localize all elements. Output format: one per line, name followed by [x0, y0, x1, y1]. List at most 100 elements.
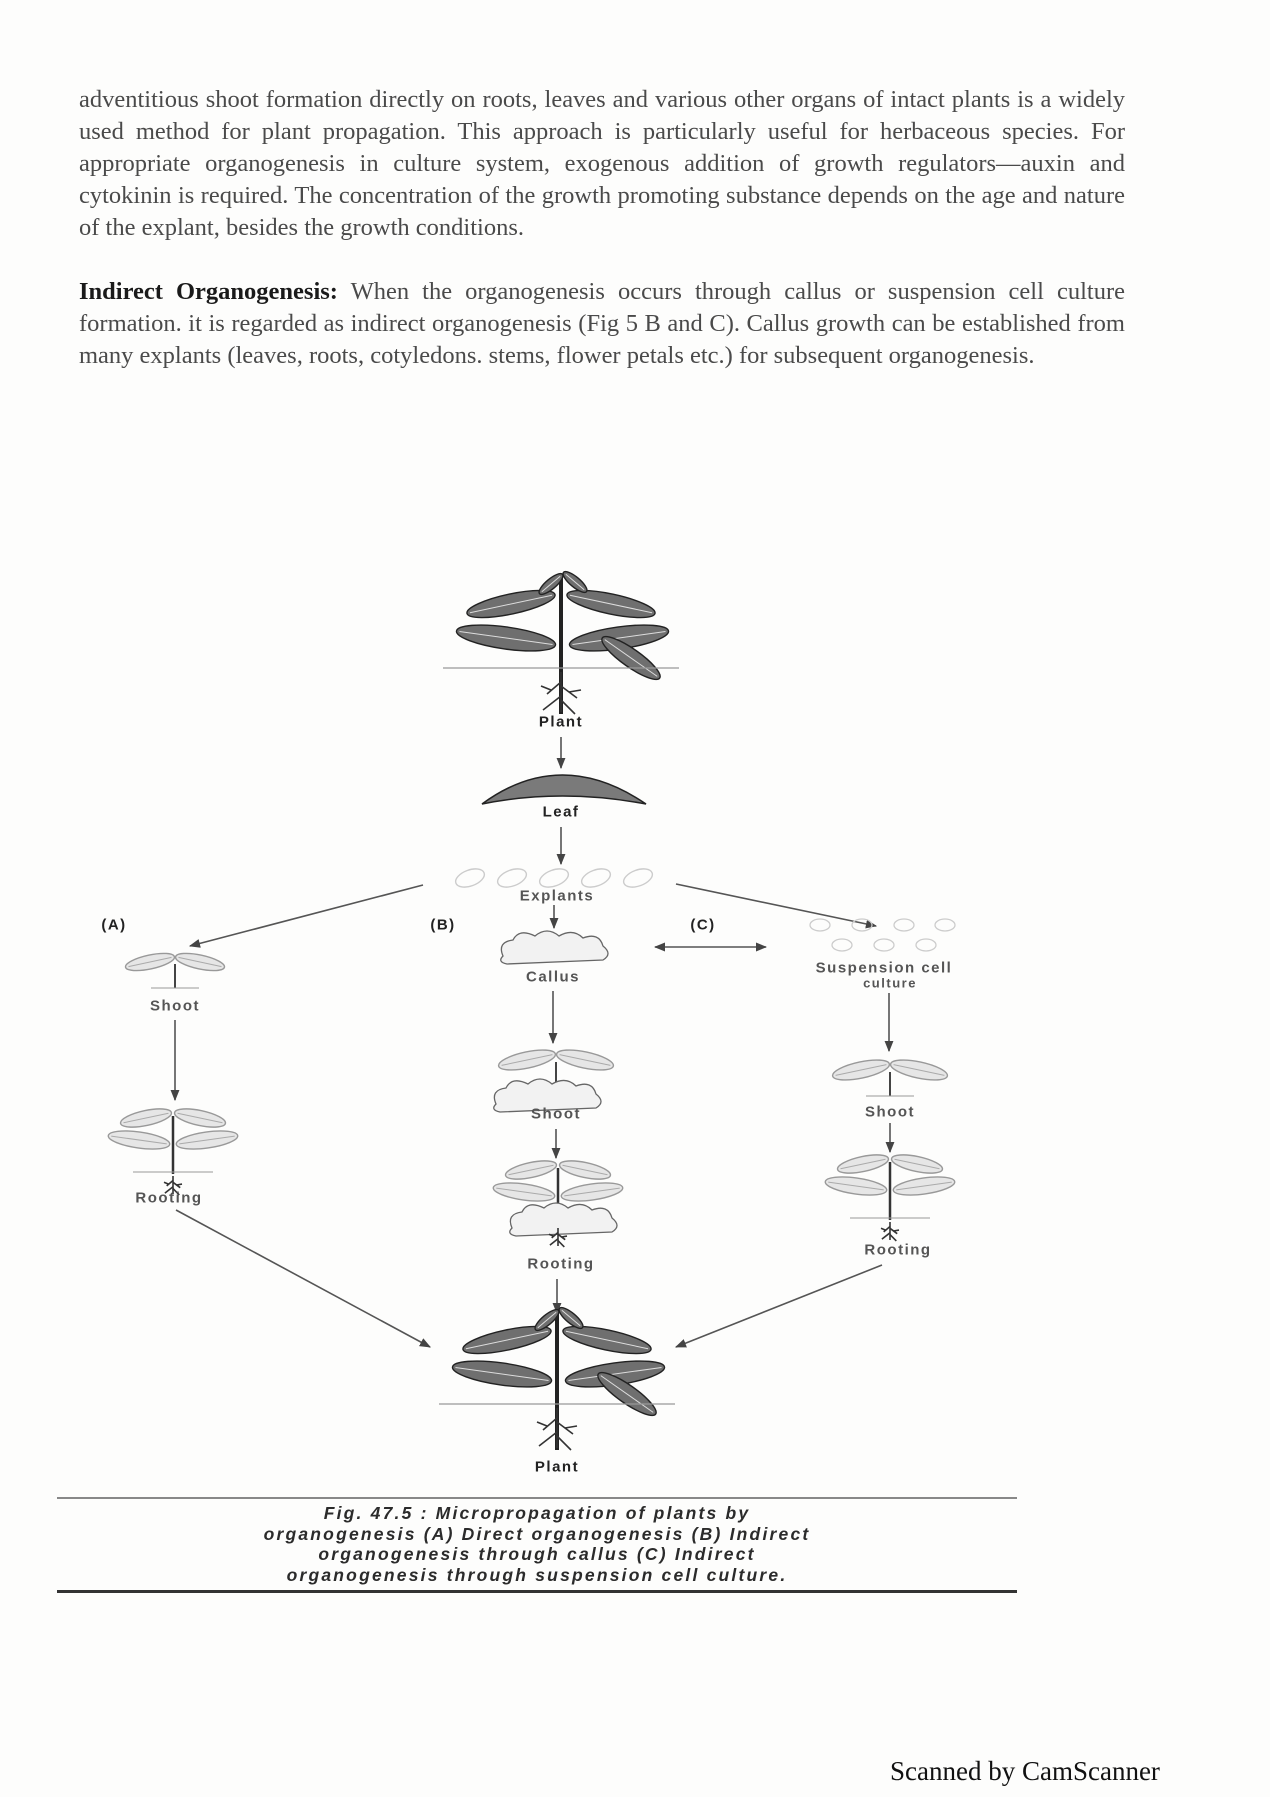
rooted-plantlet-icon	[492, 1160, 624, 1248]
leaf-vein	[565, 573, 585, 591]
suspension-cell-icon	[831, 938, 853, 952]
roots-icon	[163, 1176, 183, 1196]
root	[561, 1235, 568, 1238]
caption-bottom-rule	[57, 1590, 1017, 1593]
leaf-icon	[119, 1108, 173, 1128]
suspension-cell-icon	[809, 918, 831, 932]
root	[542, 695, 562, 711]
label-c-rooting: Rooting	[864, 1241, 932, 1259]
leaf-vein	[565, 1330, 649, 1350]
label-callus: Callus	[525, 968, 581, 986]
leaf-vein	[562, 1164, 608, 1176]
label-a-shoot: Shoot	[150, 997, 200, 1015]
root	[881, 1232, 891, 1240]
label-suspension-culture: culture	[863, 975, 917, 991]
root	[538, 1431, 558, 1447]
leaf-vein	[568, 1366, 662, 1382]
label-pathway-c: (C)	[690, 916, 716, 934]
label-explants: Explants	[519, 887, 595, 905]
root	[166, 1179, 174, 1187]
root	[889, 1234, 897, 1242]
explant-icon	[622, 868, 654, 888]
callus-icon	[500, 930, 609, 965]
body-paragraph-indirect-organogenesis: Indirect Organogenesis: When the organog…	[79, 276, 1125, 372]
suspension-cell-icon	[893, 918, 915, 932]
label-pathway-b: (B)	[430, 916, 456, 934]
camscanner-watermark: Scanned by CamScanner	[890, 1756, 1160, 1786]
flow-arrow	[188, 884, 424, 948]
leaf-icon	[497, 1049, 557, 1071]
suspension-cell-icon	[873, 938, 895, 952]
leaf-vein	[455, 1366, 549, 1382]
leaf-vein	[604, 639, 658, 677]
leaf-vein	[828, 1181, 884, 1191]
leaf-icon	[462, 1325, 552, 1355]
leaf-icon	[492, 1182, 556, 1202]
leaf-icon	[601, 635, 661, 681]
label-suspension-cell: Suspension cell	[815, 959, 953, 977]
callus-icon	[493, 1078, 602, 1113]
leaf-vein	[128, 956, 172, 968]
root	[564, 1425, 578, 1429]
leaf-icon	[555, 1049, 615, 1071]
leaf-icon	[889, 1059, 949, 1081]
leaf-vein	[840, 1158, 886, 1170]
leaf-vein	[501, 1054, 553, 1066]
figure-caption: Fig. 47.5 : Micropropagation of plants b…	[57, 1503, 1017, 1585]
caption-line: Fig. 47.5 : Micropropagation of plants b…	[323, 1503, 751, 1523]
leaf-icon	[175, 1130, 239, 1150]
label-plant-bottom: Plant	[534, 1458, 580, 1476]
root	[551, 1231, 559, 1239]
leaf-blade	[481, 774, 647, 805]
caption-top-rule	[57, 1497, 1017, 1499]
root	[542, 1417, 558, 1431]
leaf-icon	[173, 1108, 227, 1128]
leaf-vein	[541, 575, 561, 593]
root	[172, 1188, 180, 1196]
leaf-vein	[572, 630, 666, 646]
leaf-vein	[178, 956, 222, 968]
leaf-vein	[600, 1375, 654, 1413]
shoot-icon	[831, 1059, 949, 1097]
leaf-icon	[890, 1154, 944, 1174]
root	[568, 689, 582, 693]
shoot-icon	[124, 952, 226, 989]
label-leaf: Leaf	[542, 803, 580, 821]
leaf-vein	[896, 1181, 952, 1191]
root	[560, 699, 576, 715]
leaf-vein	[469, 594, 553, 614]
leaf-icon	[562, 570, 588, 594]
plant-top-icon	[443, 570, 679, 715]
caption-line: organogenesis through callus (C) Indirec…	[318, 1544, 756, 1564]
paragraph-text: When the organogenesis occurs through ca…	[79, 278, 1125, 369]
plant-bottom-icon	[439, 1306, 675, 1451]
root	[176, 1183, 183, 1186]
leaf-icon	[824, 1176, 888, 1196]
leaf-icon	[174, 952, 226, 972]
leaf-vein	[177, 1112, 223, 1124]
caption-line: organogenesis through suspension cell cu…	[286, 1564, 788, 1585]
leaf-icon	[836, 1154, 890, 1174]
root	[536, 1421, 548, 1427]
root	[548, 1233, 554, 1237]
suspension-cell-icon	[851, 918, 873, 932]
leaf-vein	[893, 1064, 945, 1076]
root	[540, 685, 552, 691]
roots-icon	[536, 1408, 578, 1451]
explant-icon	[496, 868, 528, 888]
leaf-icon	[566, 589, 656, 619]
root	[164, 1186, 174, 1194]
label-plant-top: Plant	[538, 713, 584, 731]
flow-arrow	[674, 1264, 883, 1348]
leaf-icon	[455, 624, 557, 652]
rooted-plantlet-icon	[824, 1154, 956, 1242]
leaf-vein	[459, 630, 553, 646]
flow-arrow	[175, 1209, 431, 1348]
root	[893, 1229, 900, 1232]
label-b-shoot: Shoot	[531, 1105, 581, 1123]
leaf-icon	[107, 1130, 171, 1150]
explant-icon	[538, 868, 570, 888]
leaf-icon	[504, 1160, 558, 1180]
roots-icon	[548, 1228, 568, 1248]
leaf-icon	[560, 1182, 624, 1202]
